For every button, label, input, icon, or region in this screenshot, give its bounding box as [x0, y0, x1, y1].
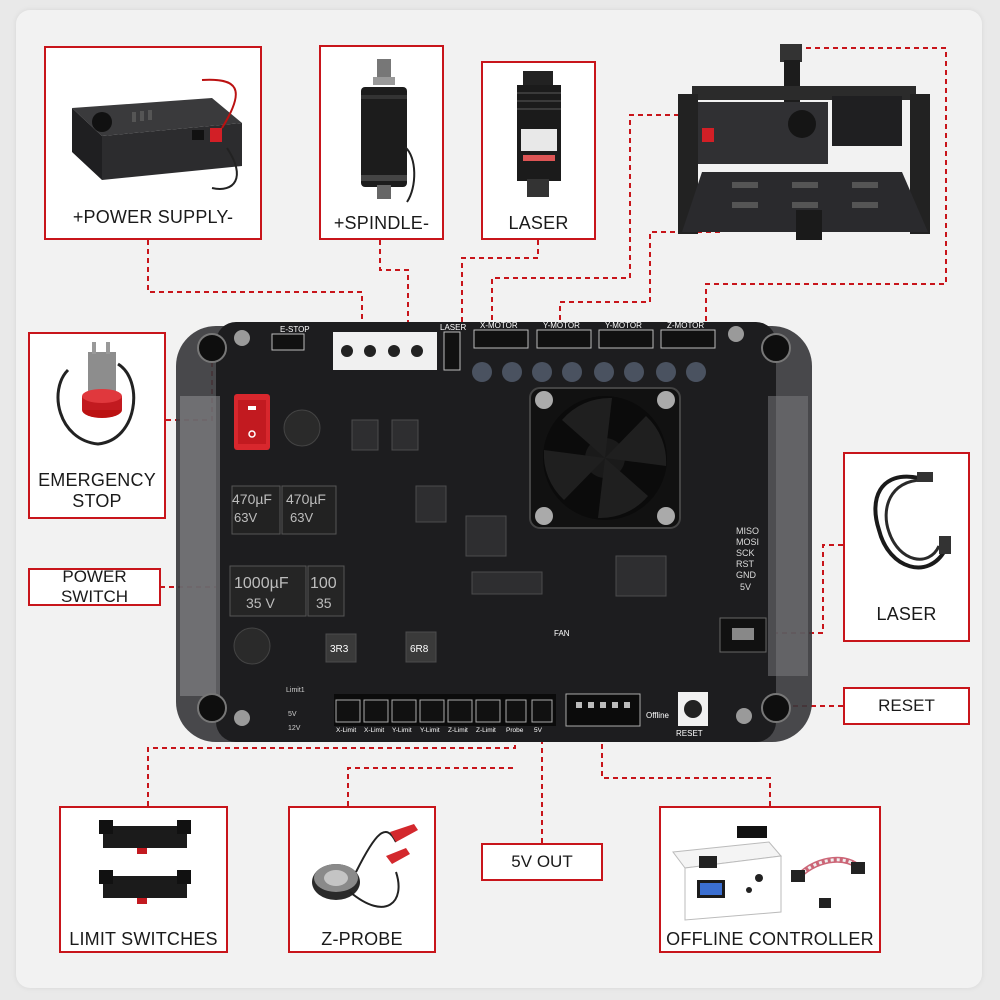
x-motor-board-label: X-MOTOR [480, 321, 518, 330]
laser-cable-label: LASER [876, 604, 937, 624]
sck-label: SCK [736, 548, 755, 558]
offline-controller-box: OFFLINE CONTROLLER [659, 806, 881, 953]
wire-probe [347, 767, 515, 806]
icsp-5v-label: 5V [740, 582, 751, 592]
edge-label-1: Limit1 [286, 687, 305, 694]
wire-spindle [379, 240, 409, 322]
laser-top-box: LASER [481, 61, 596, 240]
wire-machine-c [705, 47, 947, 330]
wire-machine-b [559, 231, 720, 330]
limit-switches-box: LIMIT SWITCHES [59, 806, 228, 953]
offline-board-label: Offline [646, 711, 670, 720]
limit-label-6: Probe [506, 727, 524, 734]
z-probe-image [312, 824, 418, 908]
rst-label: RST [736, 559, 755, 569]
cnc-machine-image [678, 44, 930, 240]
gnd-label: GND [736, 570, 757, 580]
emergency-stop-image [56, 342, 136, 446]
screw-icon [234, 710, 250, 726]
z-probe-label: Z-PROBE [321, 929, 403, 949]
edge-label-2: 5V [288, 711, 297, 718]
inductor1-label: 3R3 [330, 644, 349, 655]
usb-cable-image [873, 472, 951, 570]
cap4-value: 100 [310, 575, 337, 592]
cap1-voltage: 63V [234, 510, 257, 525]
screw-icon [728, 326, 744, 342]
z-probe-box: Z-PROBE [288, 806, 436, 953]
laser-board-label: LASER [440, 323, 466, 332]
wire-laser-cable [770, 544, 843, 634]
cap2-value: 470µF [286, 491, 326, 507]
x-motor-connector [473, 329, 529, 349]
emergency-stop-box: EMERGENCY STOP [28, 332, 166, 519]
wire-power-supply [147, 240, 363, 322]
cap1-value: 470µF [232, 491, 272, 507]
edge-label-3: 12V [288, 725, 301, 732]
wire-laser-top [461, 240, 539, 330]
reset-board-label: RESET [676, 729, 703, 738]
power-switch-box: POWER SWITCH [28, 567, 161, 606]
offline-controller-image [672, 826, 865, 921]
power-switch-label: POWER SWITCH [60, 567, 129, 606]
fan-icon [529, 387, 681, 529]
reset-box: RESET [843, 687, 970, 725]
power-supply-box: +POWER SUPPLY- [44, 46, 262, 240]
screw-icon [736, 708, 752, 724]
wire-machine-a [491, 114, 688, 330]
limit-label-2: Y-Limit [392, 727, 412, 734]
limit-label-1: X-Limit [364, 727, 384, 734]
five-v-out-label: 5V OUT [511, 852, 573, 871]
limit-label-0: X-Limit [336, 727, 356, 734]
five-v-out-box: 5V OUT [481, 843, 603, 881]
limit-switches-image [99, 820, 191, 904]
estop-connector [271, 333, 305, 351]
power-supply-image [72, 78, 242, 190]
cap3-value: 1000µF [234, 575, 289, 592]
usb-port [719, 617, 767, 653]
fan-board-label: FAN [554, 629, 570, 638]
miso-label: MISO [736, 526, 759, 536]
laser-cable-box: LASER [843, 452, 970, 642]
cap4-voltage: 35 [316, 595, 332, 611]
laser-connector [443, 331, 461, 371]
spindle-box: +SPINDLE- [319, 45, 444, 240]
limit-switches-label: LIMIT SWITCHES [69, 929, 218, 949]
offline-controller-label: OFFLINE CONTROLLER [666, 929, 874, 949]
spindle-image [361, 59, 416, 203]
y-motor1-board-label: Y-MOTOR [543, 321, 580, 330]
z-motor-board-label: Z-MOTOR [667, 321, 704, 330]
control-board: E-STOP LASER X-MOTOR Y-MOTOR Y-MOTOR Z-M… [176, 321, 812, 742]
limit-label-4: Z-Limit [448, 727, 468, 734]
reset-label: RESET [878, 696, 935, 715]
cap3-voltage: 35 V [246, 595, 275, 611]
limit-label-5: Z-Limit [476, 727, 496, 734]
limit-label-7: 5V [534, 727, 543, 734]
cap2-voltage: 63V [290, 510, 313, 525]
estop-board-label: E-STOP [280, 325, 310, 334]
y-motor2-board-label: Y-MOTOR [605, 321, 642, 330]
z-motor-connector [660, 329, 716, 349]
power-supply-label: +POWER SUPPLY- [72, 207, 234, 227]
spindle-label: +SPINDLE- [333, 213, 430, 233]
y-motor2-connector [598, 329, 654, 349]
screw-icon [234, 330, 250, 346]
mosi-label: MOSI [736, 537, 759, 547]
y-motor1-connector [536, 329, 592, 349]
laser-top-label: LASER [508, 213, 569, 233]
capacitors [229, 409, 345, 665]
inductor2-label: 6R8 [410, 644, 429, 655]
emergency-stop-label: EMERGENCY STOP [38, 470, 156, 511]
laser-module-image [517, 71, 561, 197]
wire-offline [601, 726, 771, 806]
limit-label-3: Y-Limit [420, 727, 440, 734]
offline-connector [565, 693, 641, 727]
